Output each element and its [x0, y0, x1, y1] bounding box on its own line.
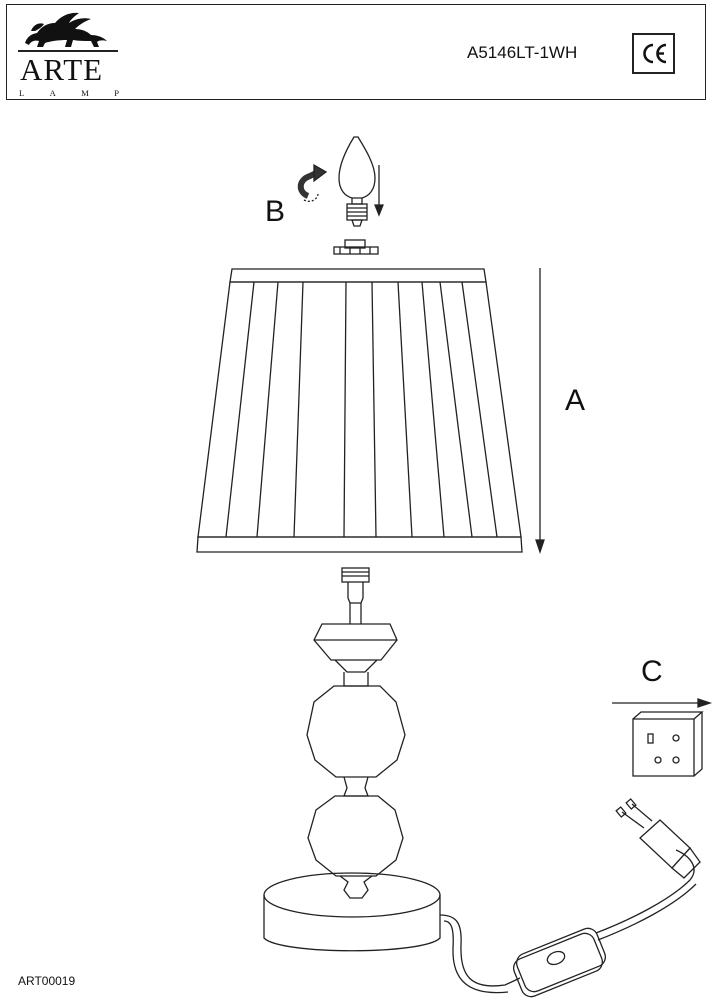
- brand-name: ARTE: [20, 52, 104, 87]
- model-number: A5146LT-1WH: [467, 43, 578, 62]
- brand-sub: L A M P: [19, 89, 119, 98]
- header-frame: ARTE L A M P A5146LT-1WH: [6, 4, 706, 100]
- socket-ring: [333, 239, 379, 255]
- label-a: A: [565, 384, 586, 417]
- inline-switch-icon: [513, 927, 606, 998]
- right-arrow-icon: [612, 698, 713, 708]
- brand-sub-letter: L: [19, 88, 25, 98]
- footer-code: ART00019: [18, 974, 76, 988]
- brand-sub-letter: A: [49, 88, 56, 98]
- lion-logo-icon: [25, 12, 107, 47]
- logo-rule: [18, 50, 118, 52]
- brand-sub-letter: M: [81, 88, 89, 98]
- candle-bulb-icon: [338, 136, 376, 227]
- plug-icon: [615, 798, 701, 879]
- ce-mark-icon: [632, 33, 675, 74]
- wall-socket-icon: [632, 711, 704, 777]
- lamp-shade-icon: [196, 268, 523, 553]
- power-cable: [439, 849, 697, 994]
- height-dimension-arrow: [535, 268, 545, 555]
- lamp-base-icon: [263, 567, 441, 952]
- brand-sub-letter: P: [114, 88, 119, 98]
- label-c: C: [641, 655, 663, 688]
- label-b: B: [265, 195, 286, 228]
- rotate-arrow-icon: [297, 163, 328, 202]
- down-arrow-icon: [374, 165, 384, 217]
